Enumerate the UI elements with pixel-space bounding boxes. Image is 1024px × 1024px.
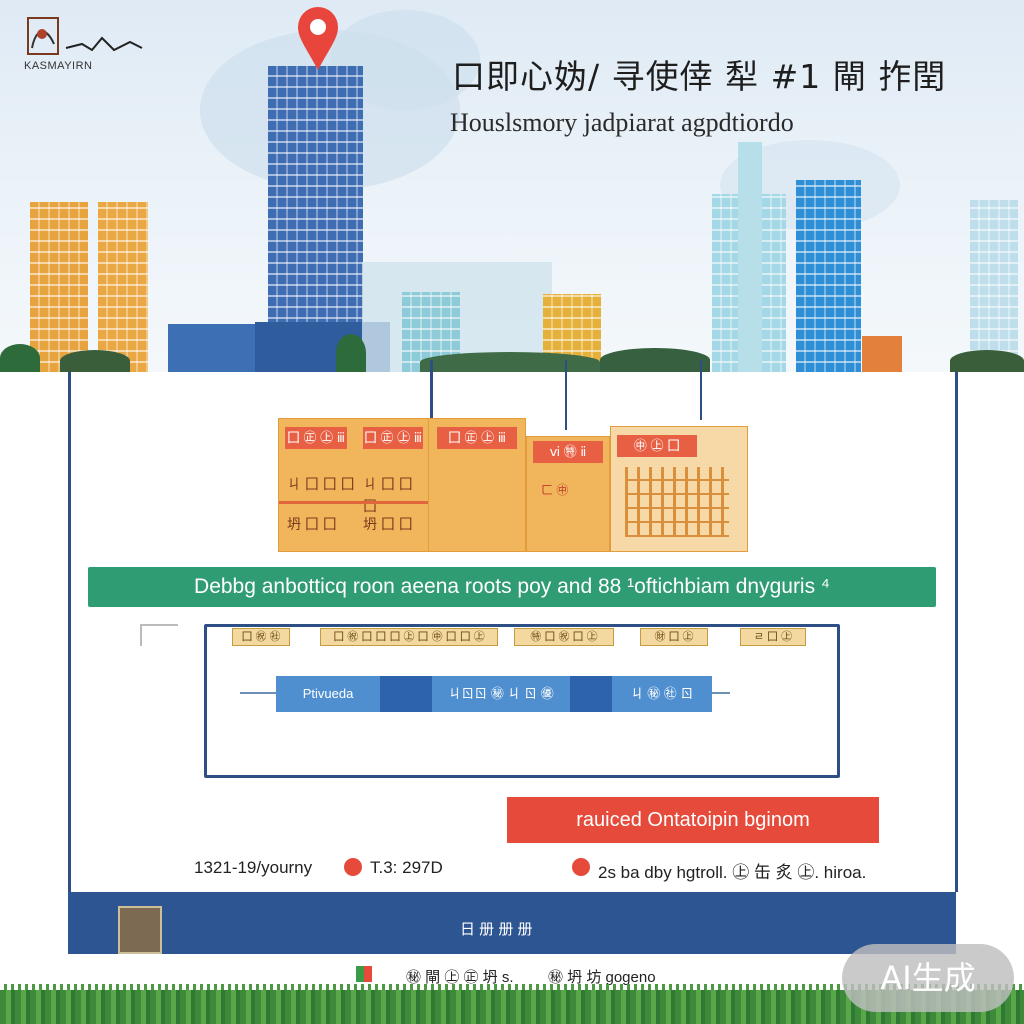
logo-text: KASMAYIRN [24,60,93,72]
flow-segment-divider [570,676,612,712]
ward-label: 囗 ㊣ ㊤ ⅲ [285,427,347,449]
connector-line [700,360,702,420]
page-subtitle: Houslsmory jadpiarat agpdtiordo [450,108,794,137]
tree [600,348,710,372]
ward-row: 坍 囗 囗 [287,516,337,532]
bracket-mark [140,624,178,646]
main-panel [68,372,958,892]
info-text: 2s ba dby hgtroll. ㊤ 缶 炙 ㊤. hiroa. [598,863,867,882]
flow-chip: ㊖ 囗 ㊤ [640,628,708,646]
flow-segment: Ptivueda [276,676,380,712]
banner-text: Debbg anbotticq roon aeena roots poy and… [194,575,830,598]
ward-divider [279,501,429,504]
footer-text: 日 册 册 册 [460,921,533,938]
info-value: T.3: 297D [370,858,443,877]
flow-chip: ㄹ 囗 ㊤ [740,628,806,646]
flow-segment: ㄐ ㊙ ㊓ ㄖ [612,676,712,712]
red-dot-icon [344,858,362,876]
ward-row: ㄐ 囗 囗 囗 [363,476,413,514]
ward-row: 坍 囗 囗 [363,516,413,532]
flow-segment-divider [380,676,432,712]
building-spire [738,142,762,372]
building-orange [30,202,88,372]
connector-line [565,360,567,430]
ward-block-left: 囗 ㊣ ㊤ ⅲ 囗 ㊣ ㊤ ⅲ ㄐ 囗 囗 囗 ㄐ 囗 囗 囗 坍 囗 囗 坍 … [278,418,430,552]
building-small [862,336,902,372]
page-title: 口即心妫/ 寻使倖 犁 #1 閘 拃閏 [452,57,947,96]
tree [0,344,40,372]
flag-icon [356,966,372,982]
info-prefix: 1321-19/yourny [194,858,313,877]
ward-row: ㄐ 囗 囗 囗 [287,476,355,492]
red-dot-icon [572,858,590,876]
ai-badge-text: AI生成 [880,959,976,997]
building-low [168,324,268,372]
ward-label: 囗 ㊣ ㊤ ⅲ [437,427,517,449]
cta-label: rauiced Ontatoipin bginom [576,809,810,831]
building-tower [268,66,363,372]
ward-label: 囗 ㊣ ㊤ ⅲ [363,427,423,449]
ward-mark: ㄈ ㊥ [541,483,569,497]
building-right [970,200,1018,372]
logo-mark-icon [27,17,143,55]
flow-chip: 囗 ㊗ ㊓ [232,628,290,646]
tree [60,350,130,372]
cta-button[interactable]: rauiced Ontatoipin bginom [507,797,879,843]
ward-block-center-left: 囗 ㊣ ㊤ ⅲ [428,418,526,552]
skyline-header [0,0,1024,372]
building-orange [98,202,148,372]
bottom-note: ㊙ 坍 坊 gogeno [548,969,656,986]
flow-diagram [204,624,840,778]
ward-label: ㊥ ㊤ 囗 [617,435,697,457]
ward-label: ⅵ ㊕ ⅱ [533,441,603,463]
ward-block-center: ⅵ ㊕ ⅱ ㄈ ㊥ [526,436,610,552]
footer-logo-icon [118,906,162,954]
ward-windows [625,467,729,537]
building-blue [796,180,861,372]
ward-block-right: ㊥ ㊤ 囗 [610,426,748,552]
tree [336,334,366,372]
flow-chip: ㊕ 囗 ㊗ 囗 ㊤ [514,628,614,646]
flow-chip: 囗 ㊗ 囗 囗 囗 ㊤ 囗 ㊥ 囗 囗 ㊤ [320,628,498,646]
grass-edge [0,984,1024,994]
bottom-note: ㊙ 閘 ㊤ ㊣ 坍 s. [406,969,514,986]
location-pin-icon [298,7,338,70]
footer-bar [68,892,956,954]
tree [420,352,600,372]
info-banner: Debbg anbotticq roon aeena roots poy and… [88,567,936,607]
ai-generated-badge: AI生成 [842,944,1014,1012]
tree [950,350,1024,372]
flow-segment: ㄐㄖㄖ ㊙ ㄐ ㄖ ㊝ [432,676,570,712]
